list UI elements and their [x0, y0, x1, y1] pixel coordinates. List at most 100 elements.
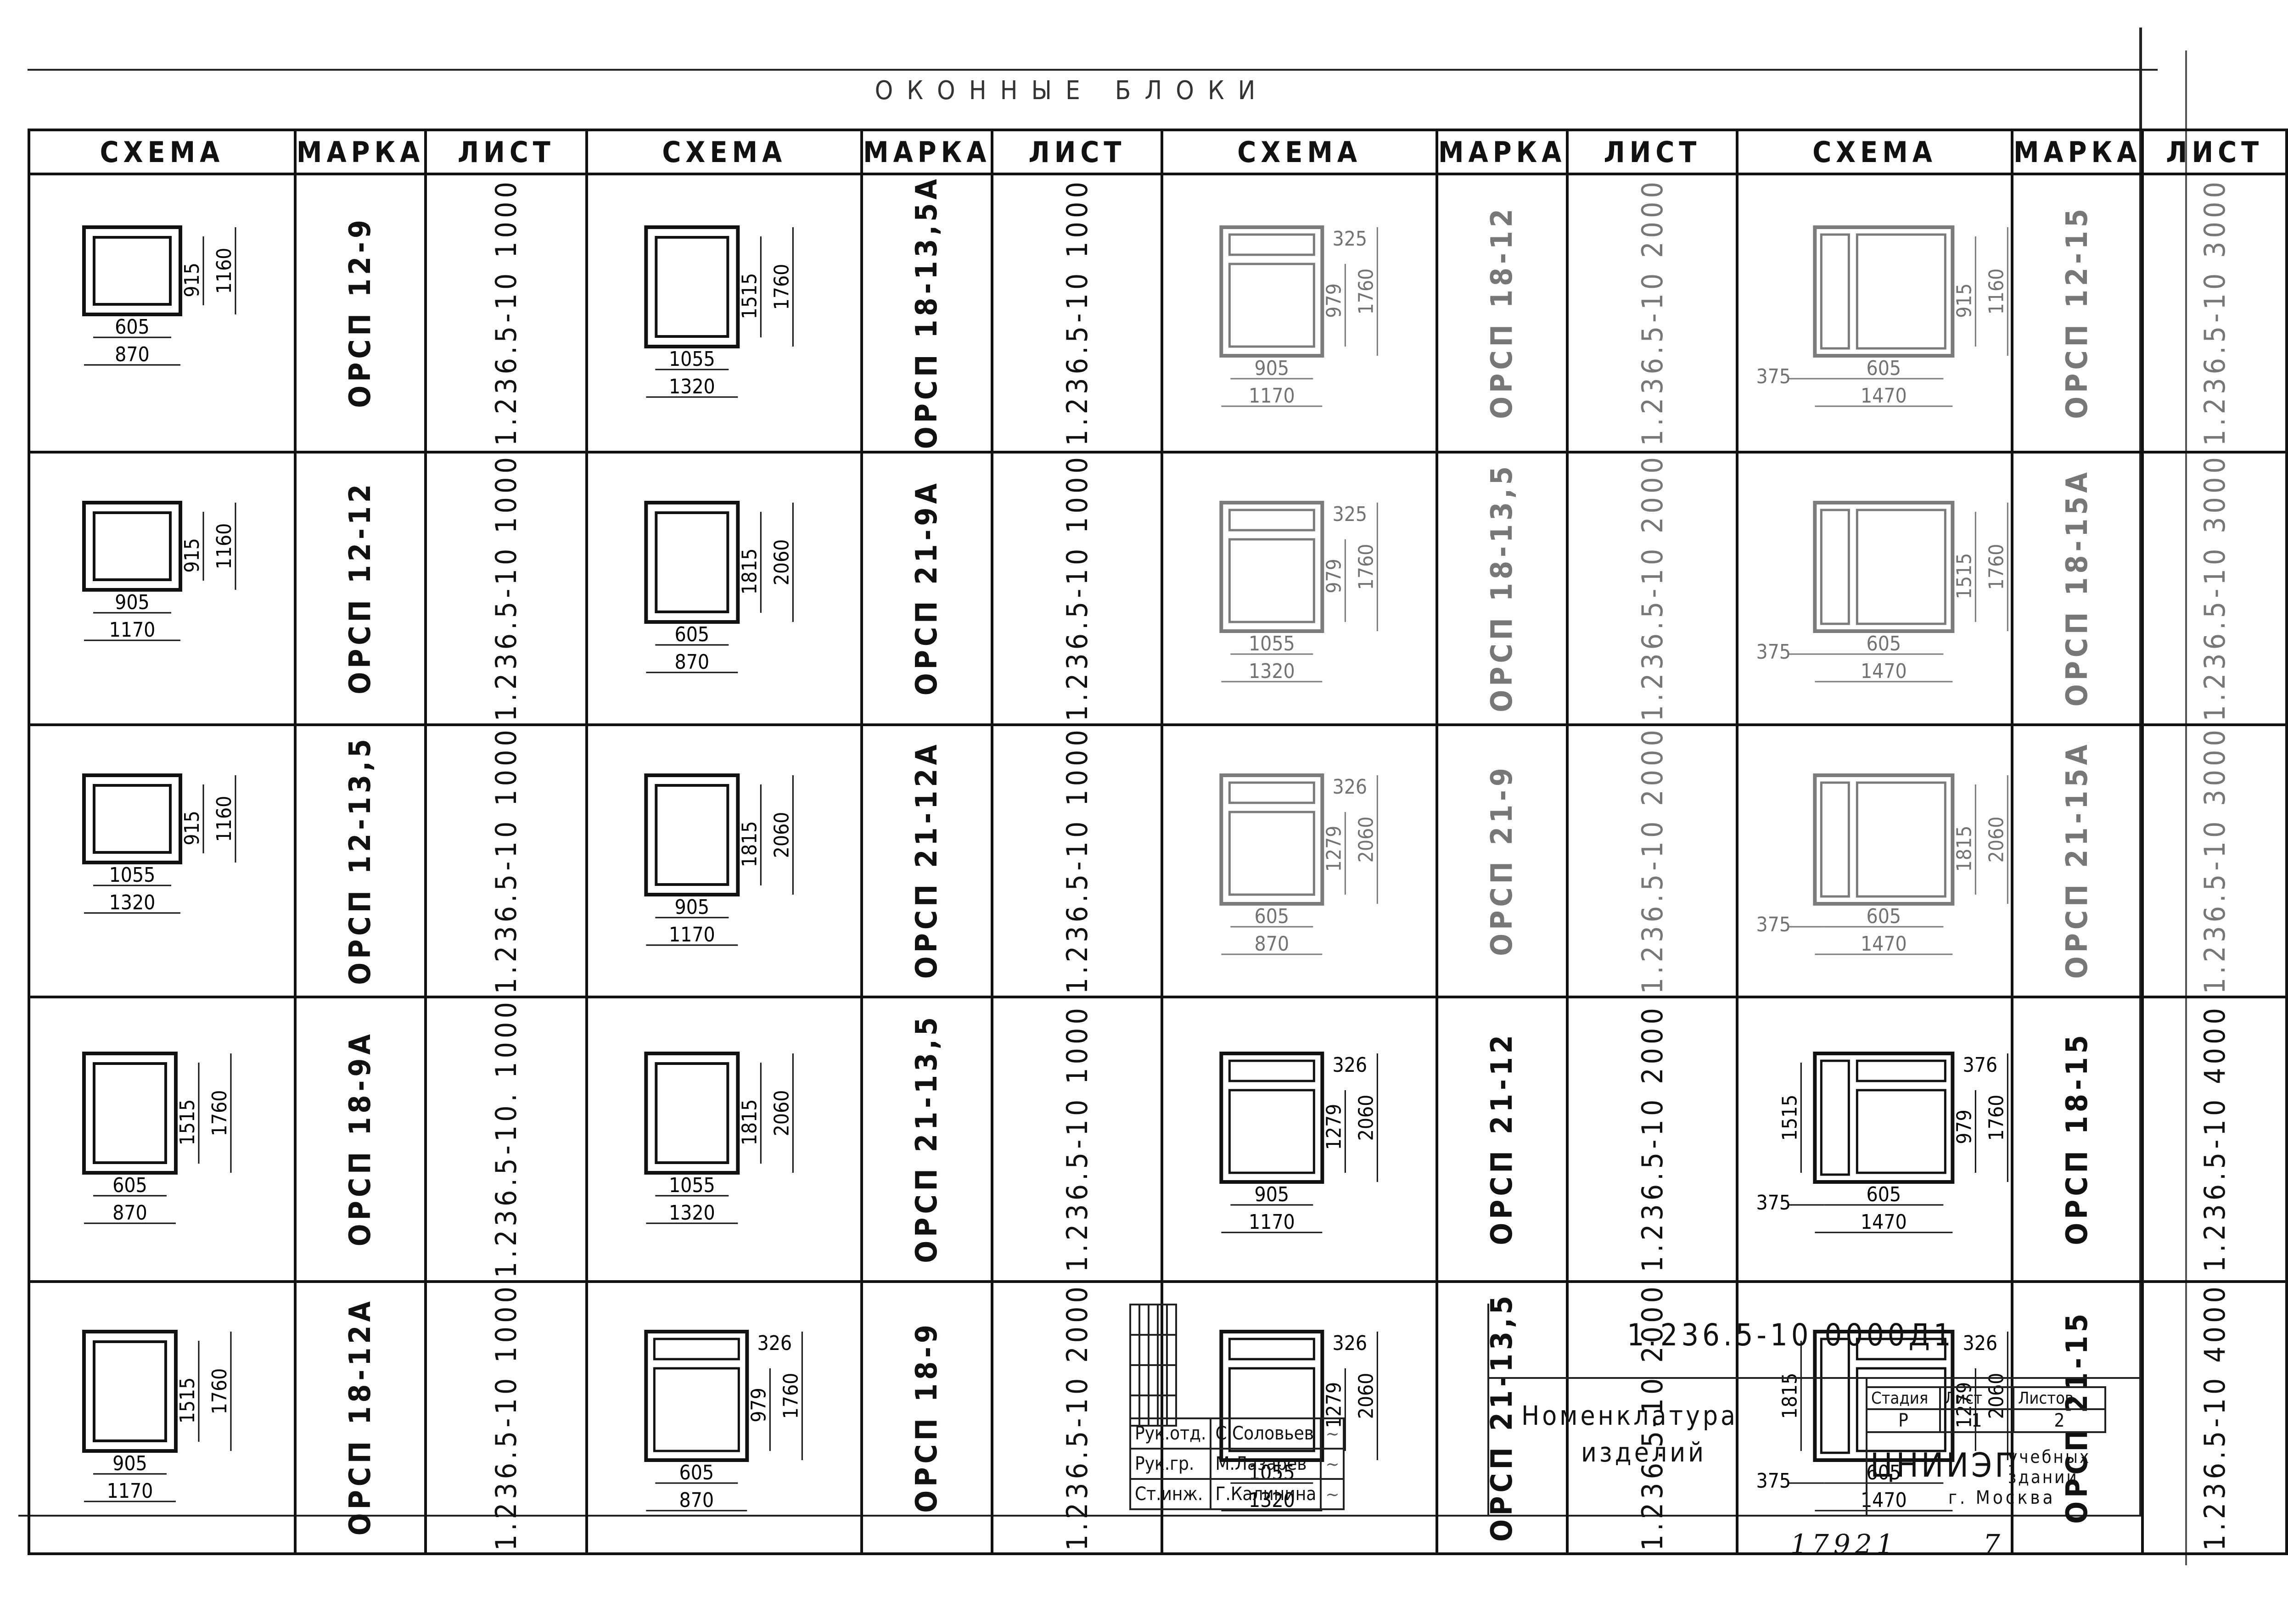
document-code: 1.236.5-10 0000Д1 — [1627, 1317, 1955, 1353]
sheet-label: 1.236.5-10 2000 — [1635, 1004, 1669, 1272]
transom-sash — [1228, 509, 1316, 532]
window-sash — [653, 1367, 740, 1452]
stamp-person-name: Г.Калинина — [1210, 1478, 1322, 1510]
stage-value: Р — [1866, 1408, 1941, 1433]
window-sash — [1856, 233, 1947, 350]
height-top-label: 326 — [1333, 775, 1368, 799]
width-outer-label: 1170 — [107, 1479, 153, 1503]
transom-sash — [1228, 1059, 1316, 1082]
width-side-label: 375 — [1756, 913, 1791, 936]
mark-label: ОРСП 21-12 — [1485, 1031, 1520, 1245]
document-title-1: Номенклатура — [1521, 1400, 1738, 1431]
height-outer-label: 2060 — [770, 539, 794, 586]
sheet-label: 1.236.5-10 2000 — [1635, 454, 1669, 722]
width-inner-label: 1055 — [669, 347, 715, 371]
height-inner-label: 915 — [180, 263, 204, 297]
height-inner-label: 1515 — [1953, 553, 1976, 599]
height-inner-label: 915 — [180, 538, 204, 573]
stamp-person-row: Рук.отд. С.Соловьев ~ — [1129, 1417, 1345, 1450]
transom-sash — [1228, 781, 1316, 804]
height-outer-label: 1160 — [1985, 269, 2008, 315]
mark-label: ОРСП 21-13,5 — [910, 1014, 944, 1263]
height-top-label: 325 — [1333, 227, 1368, 251]
sheet-label: 1.236.5-10 3000 — [2198, 178, 2232, 446]
mark-cell: ОРСП 18-12 — [1436, 172, 1569, 454]
width-inner-label: 605 — [679, 1461, 714, 1484]
width-outer-label: 1470 — [1861, 932, 1907, 956]
signature: ~ — [1320, 1448, 1345, 1480]
width-outer-label: 1170 — [1249, 384, 1295, 408]
height-inner-label: 979 — [1953, 1109, 1976, 1144]
transom-sash — [1856, 1059, 1947, 1082]
height-inner-label: 915 — [180, 811, 204, 846]
signature: ~ — [1320, 1478, 1345, 1510]
width-inner-label: 605 — [1867, 905, 1901, 928]
header-scheme: СХЕМА — [1736, 129, 2013, 175]
window-sash — [92, 1062, 167, 1164]
sheet-cell: 1.236.5-10 1000 — [424, 723, 589, 999]
height-side-label: 1815 — [1778, 1373, 1802, 1419]
height-outer-label: 2060 — [1355, 816, 1378, 862]
height-outer-label: 1760 — [1985, 544, 2008, 590]
mark-label: ОРСП 18-9 — [910, 1321, 944, 1513]
header-sheet: ЛИСТ — [1566, 129, 1739, 175]
sheet-label: 1.236.5-10 1000 — [1060, 454, 1094, 722]
frame-top-line — [28, 69, 2158, 71]
header-mark: МАРКА — [860, 129, 994, 175]
header-sheet: ЛИСТ — [2141, 129, 2288, 175]
height-top-label: 325 — [1333, 503, 1368, 526]
window-frame — [82, 773, 182, 864]
sheet-cell: 1.236.5-10 1000 — [424, 172, 589, 454]
width-inner-label: 1055 — [669, 1174, 715, 1197]
sheet-label: 1.236.5-10 1000 — [1060, 726, 1094, 994]
mark-cell: ОРСП 18-15 — [2010, 996, 2144, 1283]
mark-cell: ОРСП 12-9 — [293, 172, 427, 454]
sheet-label: 1.236.5-10 1000 — [1060, 1004, 1094, 1272]
window-sash — [92, 511, 172, 582]
sheet-label: 1.236.5-10 1000 — [489, 178, 523, 446]
height-inner-label: 979 — [747, 1388, 771, 1423]
window-frame — [1813, 773, 1955, 906]
mark-label: ОРСП 21-15А — [2060, 741, 2095, 979]
header-scheme: СХЕМА — [585, 129, 864, 175]
sheet-cell: 1.236.5-10 1000 — [991, 172, 1164, 454]
width-inner-label: 605 — [1255, 905, 1290, 928]
height-inner-label: 1815 — [1953, 825, 1976, 872]
mark-cell: ОРСП 18-13,5 — [1436, 451, 1569, 726]
window-sash — [1228, 811, 1316, 896]
height-inner-label: 1515 — [176, 1378, 199, 1424]
side-sash — [1820, 1338, 1851, 1454]
document-title-2: изделий — [1581, 1437, 1707, 1468]
height-inner-label: 1515 — [738, 273, 762, 319]
height-outer-label: 2060 — [770, 1090, 794, 1137]
window-frame — [82, 225, 182, 317]
width-side-label: 375 — [1756, 1191, 1791, 1215]
window-sash — [655, 784, 729, 886]
mark-label: ОРСП 18-15 — [2060, 1031, 2095, 1245]
window-sash — [655, 511, 729, 614]
window-frame — [1813, 225, 1955, 358]
window-sash — [1856, 509, 1947, 625]
height-inner-label: 1279 — [1323, 825, 1346, 872]
sheet-label: 1.236.5-10 1000 — [1060, 178, 1094, 446]
sheet-cell: 1.236.5-10 4000 — [2141, 996, 2288, 1283]
window-frame — [1813, 501, 1955, 633]
window-sash — [655, 1062, 729, 1164]
height-outer-label: 1760 — [1985, 1095, 2008, 1141]
sheet-label: 1.236.5-10 2000 — [1060, 1282, 1094, 1551]
height-top-label: 326 — [1333, 1053, 1368, 1077]
window-frame — [1219, 501, 1324, 633]
